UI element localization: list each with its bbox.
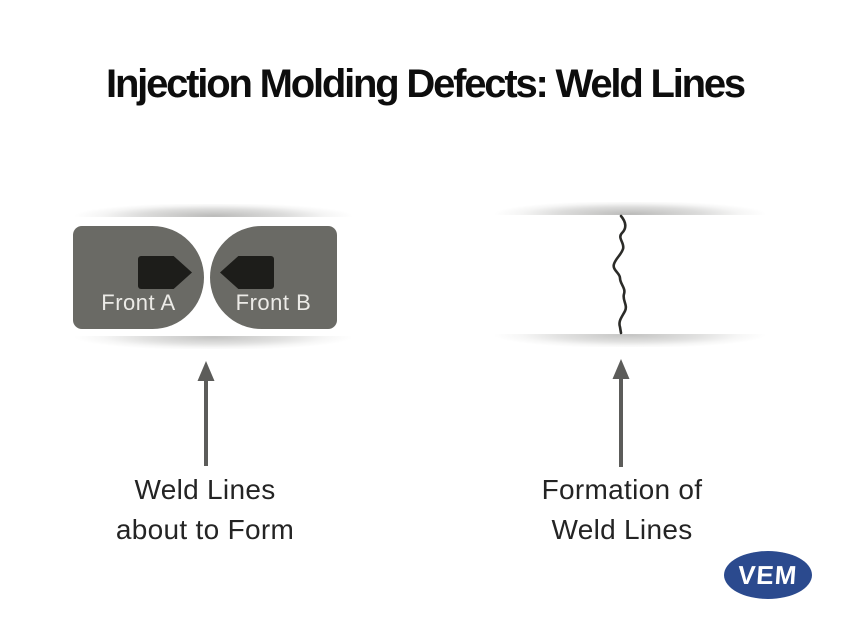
flow-direction-right-icon (138, 256, 192, 289)
right-caption-line1: Formation of (541, 474, 703, 505)
mold-wall-bottom-left-line (55, 336, 372, 349)
front-a-label: Front A (101, 290, 176, 315)
mold-wall-top-left-line (55, 204, 372, 217)
right-up-arrow-icon (612, 359, 630, 467)
front-b-label: Front B (235, 290, 312, 315)
left-up-arrow-icon (197, 361, 215, 466)
page-title: Injection Molding Defects: Weld Lines (106, 62, 746, 106)
mold-wall-top-right-line (475, 202, 785, 215)
mold-wall-bottom-right-line (475, 334, 785, 347)
weld-line-crack-icon (612, 214, 628, 335)
right-caption-line2: Weld Lines (551, 514, 693, 545)
left-caption-line1: Weld Lines (134, 474, 276, 505)
flow-front-a-shape: Front A (73, 226, 204, 329)
flow-front-b-shape: Front B (210, 226, 337, 329)
right-caption: Formation of Weld Lines (455, 470, 789, 550)
vem-logo-text: VEM (737, 559, 799, 590)
left-caption: Weld Lines about to Form (38, 470, 372, 550)
flow-direction-left-icon (220, 256, 274, 289)
left-caption-line2: about to Form (115, 514, 295, 545)
vem-logo: VEM (724, 551, 812, 599)
